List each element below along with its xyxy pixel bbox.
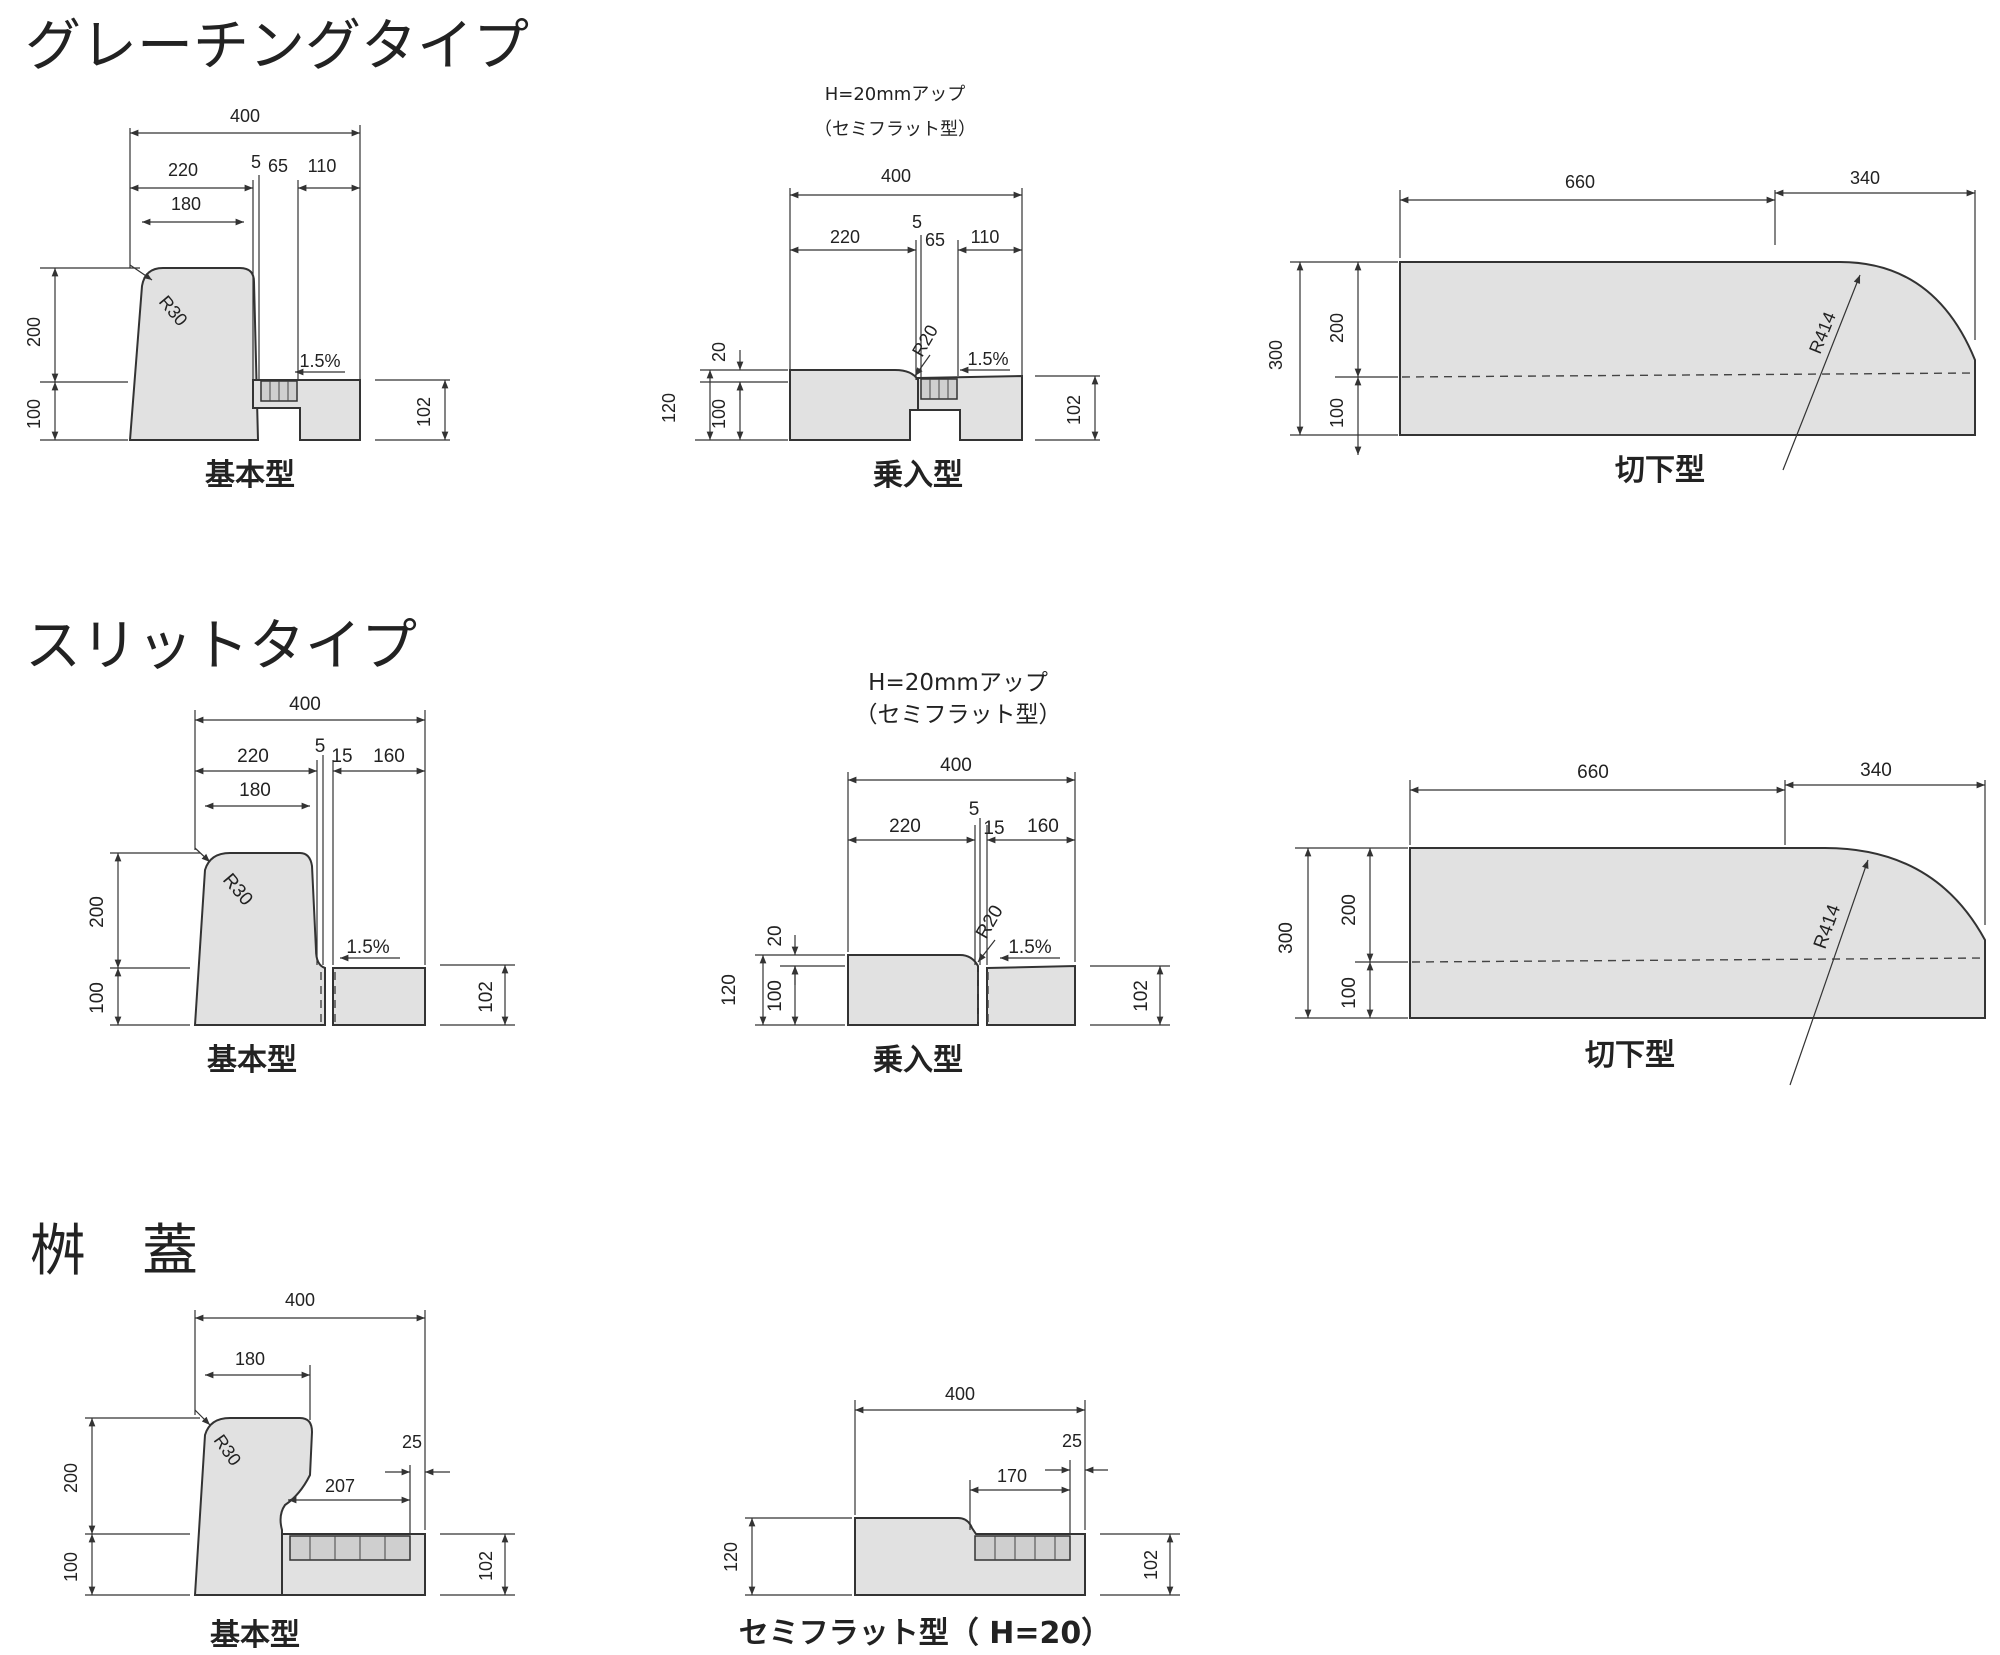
dim-200: 200 (24, 317, 44, 347)
kirisage-body (1399, 261, 1976, 436)
svg-text:110: 110 (971, 227, 1000, 247)
svg-text:H=20mmアップ: H=20mmアップ (868, 670, 1048, 696)
masu-semiflat-diagram: 400 170 25 120 102 セミフラット型（ H=20） (721, 1384, 1180, 1651)
svg-text:基本型: 基本型 (210, 1618, 300, 1653)
svg-text:25: 25 (402, 1432, 422, 1452)
slit-kirisage-body (1409, 847, 1986, 1019)
svg-text:15: 15 (983, 818, 1004, 839)
svg-text:400: 400 (285, 1290, 315, 1310)
svg-text:200: 200 (87, 896, 108, 928)
slit-kirisage-diagram: 660 340 300 200 100 R414 切下型 (1276, 760, 1986, 1086)
note-h20: H=20mmアップ (825, 84, 966, 105)
svg-text:180: 180 (239, 780, 271, 801)
svg-text:100: 100 (87, 982, 108, 1014)
svg-text:102: 102 (1141, 1550, 1161, 1580)
svg-text:基本型: 基本型 (207, 1043, 297, 1078)
svg-text:200: 200 (1339, 894, 1360, 926)
norikomi-curb-body (789, 369, 919, 441)
masu-basic-grate (289, 1535, 411, 1561)
svg-text:1.5%: 1.5% (1008, 937, 1051, 958)
svg-text:400: 400 (881, 166, 911, 186)
svg-text:120: 120 (659, 393, 679, 423)
svg-text:1.5%: 1.5% (967, 349, 1008, 369)
slit-norikomi-diagram: H=20mmアップ （セミフラット型） 400 220 5 15 160 20 … (719, 670, 1170, 1078)
svg-text:400: 400 (289, 694, 321, 715)
svg-text:102: 102 (476, 981, 497, 1013)
svg-text:660: 660 (1577, 762, 1609, 783)
section-title-grating: グレーチングタイプ (25, 14, 529, 79)
svg-text:100: 100 (1327, 398, 1347, 428)
svg-text:（セミフラット型）: （セミフラット型） (855, 702, 1062, 728)
slit-norikomi-gutter-body (986, 964, 1076, 1026)
masu-basic-curb-body (193, 1417, 314, 1596)
note-semiflat: （セミフラット型） (814, 119, 976, 140)
svg-text:660: 660 (1565, 172, 1595, 192)
slope-label: 1.5% (299, 351, 340, 371)
svg-text:160: 160 (373, 746, 405, 767)
svg-text:102: 102 (476, 1551, 496, 1581)
grating-kirisage-diagram: 660 340 300 200 100 R414 切下型 (1266, 168, 1976, 488)
slit-basic-diagram: 400 220 180 5 15 160 200 100 102 1.5% R3… (87, 694, 515, 1078)
svg-text:170: 170 (997, 1466, 1027, 1486)
svg-text:180: 180 (235, 1349, 265, 1369)
svg-text:400: 400 (940, 755, 972, 776)
dim-110: 110 (308, 156, 337, 176)
masu-basic-diagram: 400 180 207 25 200 100 102 R30 基本型 (61, 1290, 515, 1653)
section-title-masu: 桝 蓋 (30, 1219, 198, 1284)
svg-text:300: 300 (1276, 922, 1297, 954)
svg-text:400: 400 (945, 1384, 975, 1404)
svg-text:102: 102 (1064, 395, 1084, 425)
svg-text:100: 100 (765, 980, 786, 1012)
svg-text:乗入型: 乗入型 (873, 1043, 963, 1078)
masu-semiflat-grate (974, 1535, 1071, 1561)
svg-text:300: 300 (1266, 340, 1286, 370)
dim-102: 102 (414, 397, 434, 427)
dim-5: 5 (251, 152, 261, 172)
slit-basic-gutter-body (332, 967, 426, 1026)
svg-text:R20: R20 (908, 321, 942, 360)
caption-basic: 基本型 (205, 458, 295, 493)
svg-text:100: 100 (61, 1552, 81, 1582)
svg-text:220: 220 (237, 746, 269, 767)
svg-text:65: 65 (925, 230, 945, 250)
svg-text:1.5%: 1.5% (346, 937, 389, 958)
svg-text:25: 25 (1062, 1431, 1082, 1451)
svg-text:100: 100 (709, 399, 729, 429)
svg-text:220: 220 (830, 227, 860, 247)
slit-norikomi-curb-body (847, 954, 979, 1026)
section-title-slit: スリットタイプ (25, 614, 417, 679)
svg-text:20: 20 (765, 925, 786, 946)
caption-semiflat: セミフラット型（ H=20） (739, 1616, 1111, 1651)
svg-text:200: 200 (1327, 313, 1347, 343)
svg-text:切下型: 切下型 (1585, 1038, 1675, 1073)
svg-text:220: 220 (889, 816, 921, 837)
svg-text:340: 340 (1850, 168, 1880, 188)
svg-text:100: 100 (1339, 977, 1360, 1009)
svg-text:5: 5 (912, 212, 922, 232)
dim-180: 180 (171, 194, 201, 214)
svg-text:160: 160 (1027, 816, 1059, 837)
svg-text:5: 5 (969, 799, 980, 820)
svg-text:207: 207 (325, 1476, 355, 1496)
svg-text:15: 15 (331, 746, 352, 767)
svg-text:102: 102 (1131, 980, 1152, 1012)
svg-text:5: 5 (315, 736, 326, 757)
dim-220: 220 (168, 160, 198, 180)
svg-text:120: 120 (721, 1542, 741, 1572)
svg-text:120: 120 (719, 974, 740, 1006)
dim-100: 100 (24, 399, 44, 429)
grating-basic-diagram: 400 220 180 5 65 110 200 100 102 1.5% R3… (24, 106, 450, 493)
dim-65: 65 (268, 156, 288, 176)
caption-kirisage: 切下型 (1615, 453, 1705, 488)
svg-text:200: 200 (61, 1463, 81, 1493)
svg-text:R20: R20 (972, 902, 1008, 943)
slit-basic-curb-body (193, 852, 326, 1026)
grating-basic-curb-body (128, 267, 260, 441)
caption-norikomi: 乗入型 (873, 458, 963, 493)
svg-text:340: 340 (1860, 760, 1892, 781)
svg-text:20: 20 (709, 342, 729, 362)
grating-norikomi-diagram: H=20mmアップ （セミフラット型） 400 220 5 65 110 20 … (659, 84, 1100, 493)
dim-400: 400 (230, 106, 260, 126)
